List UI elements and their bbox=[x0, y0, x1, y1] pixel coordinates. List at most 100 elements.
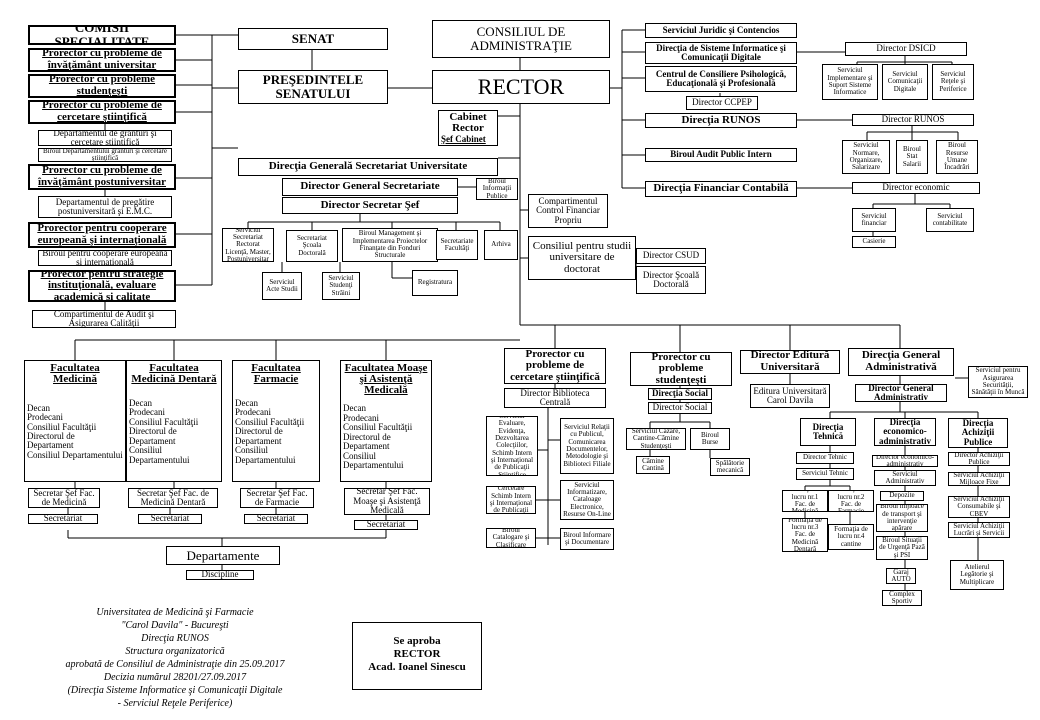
birou-informatii-publice: Biroul Informaţii Publice bbox=[476, 178, 518, 200]
serviciul-informatizare: Serviciul Informatizare, Cataloage Elect… bbox=[560, 480, 614, 520]
director-general-administrativ: Director General Administrativ bbox=[855, 384, 947, 402]
director-general-secretariate: Director General Secretariate bbox=[282, 178, 458, 196]
approval-box: Se aproba RECTOR Acad. Ioanel Sinescu bbox=[352, 622, 482, 690]
caption-line: Decizia numărul 28201/27.09.2017 bbox=[103, 672, 247, 683]
discipline: Discipline bbox=[186, 570, 254, 580]
serviciul-financiar: Serviciul financiar bbox=[852, 208, 896, 232]
facultate-line: Consiliul Facultăţii bbox=[129, 416, 199, 427]
serviciul-implementare: Serviciul Implementare şi Suport Sisteme… bbox=[822, 64, 878, 100]
formatia-3: Formaţia de lucru nr.3 Fac. de Medicină … bbox=[782, 518, 828, 552]
secretar-sef-farmacie: Secretar Şef Fac. de Farmacie bbox=[240, 488, 314, 508]
facultate-title: Facultatea Medicină bbox=[50, 362, 100, 385]
directia-financiar-contabila: Direcţia Financiar Contabilă bbox=[645, 181, 797, 197]
approval-line: RECTOR bbox=[393, 648, 441, 660]
facultate-line: Consiliul Facultăţii bbox=[343, 422, 413, 433]
caption: Universitatea de Medicină şi Farmacie "C… bbox=[50, 606, 300, 710]
registratura: Registratura bbox=[412, 270, 458, 296]
facultatea-farmacie: Facultatea Farmacie Decan Prodecani Cons… bbox=[232, 360, 320, 482]
facultate-line: Prodecani bbox=[129, 407, 165, 418]
compartiment-control-financiar: Compartimentul Control Financiar Propriu bbox=[528, 194, 608, 228]
secretar-sef-medicina: Secretar Şef Fac. de Medicină bbox=[28, 488, 100, 508]
secretariat-dentara: Secretariat bbox=[138, 514, 202, 524]
directia-sisteme-informatice: Direcţia de Sisteme Informatice şi Comun… bbox=[645, 42, 797, 64]
biroul-burse: Biroul Burse bbox=[690, 428, 730, 450]
director-dsicd: Director DSICD bbox=[845, 42, 967, 56]
serviciul-studenti-straini: Serviciul Studenţi Străini bbox=[322, 272, 360, 300]
director-scoala-doctorala: Director Şcoală Doctorală bbox=[636, 266, 706, 294]
departamente: Departamente bbox=[166, 546, 280, 565]
facultate-lines: Decan Prodecani Consiliul Facultăţii Dir… bbox=[129, 397, 219, 465]
serviciul-achizitii-lucrari: Serviciul Achiziţii Lucrări şi Servicii bbox=[948, 522, 1010, 538]
directia-economico-administrativ: Direcţia economico-administrativ bbox=[874, 418, 936, 446]
facultate-lines: Decan Prodecani Consiliul Facultăţii Dir… bbox=[343, 404, 429, 470]
prorector-strategie: Prorector pentru strategie instituţional… bbox=[28, 270, 176, 302]
sef-cabinet-label: Şef Cabinet bbox=[441, 133, 486, 144]
facultate-line: Directorul de Departament bbox=[129, 426, 177, 446]
biroul-situatii-urgenta: Biroul Situaţii de Urgenţă Pază şi PSI bbox=[876, 536, 928, 560]
prorector-postuniversitar: Prorector cu probleme de învăţământ post… bbox=[28, 164, 176, 190]
rector: RECTOR bbox=[432, 70, 610, 104]
serviciul-contabilitate: Serviciul contabilitate bbox=[926, 208, 974, 232]
approval-line: Se aproba bbox=[393, 635, 441, 647]
garaj-auto: Garaj AUTO bbox=[886, 568, 916, 584]
serviciul-administrativ: Serviciul Administrativ bbox=[874, 470, 936, 486]
secretariat-medicina: Secretariat bbox=[28, 514, 98, 524]
secretariat-scoala-doctorala: Secretariat Şcoala Doctorală bbox=[286, 230, 338, 262]
director-tehnic: Director Tehnic bbox=[796, 452, 854, 464]
facultate-line: Prodecani bbox=[235, 407, 271, 418]
secretar-sef-moase: Secretar Şef Fac. Moaşe şi Asistenţă Med… bbox=[344, 488, 430, 515]
prorector-cooperare: Prorector pentru cooperare europeană şi … bbox=[28, 222, 176, 248]
serviciul-normare: Serviciul Normare, Organizare, Salarizar… bbox=[842, 140, 890, 174]
facultate-line: Directorul de Departament bbox=[235, 426, 283, 446]
facultate-line: Prodecani bbox=[343, 412, 379, 423]
birou-granturi: Biroul Departamentului granturi şi cerce… bbox=[38, 148, 172, 162]
serviciul-cazare: Serviciul Cazare, Cantine-Cămine Studenţ… bbox=[626, 428, 686, 450]
facultate-line: Consiliul Facultăţii bbox=[235, 416, 305, 427]
director-runos: Director RUNOS bbox=[852, 114, 974, 126]
serviciul-retele-periferice: Serviciul Reţele şi Periferice bbox=[932, 64, 974, 100]
prorector-studenti-bottom: Prorector cu probleme studenţeşti bbox=[630, 352, 732, 386]
prorector-invatamant-universitar: Prorector cu probleme de învăţământ univ… bbox=[28, 48, 176, 72]
director-economico-administrativ: Director economico-administrativ bbox=[872, 455, 938, 467]
secretariate-facultati: Secretariate Facultăţi bbox=[436, 230, 478, 260]
biroul-audit-public: Biroul Audit Public Intern bbox=[645, 148, 797, 162]
biroul-catalogare: Biroul Catalogare şi Clasificare bbox=[486, 528, 536, 548]
depozite: Depozite bbox=[880, 491, 924, 501]
prorector-cercetare-left: Prorector cu probleme de cercetare ştiin… bbox=[28, 100, 176, 124]
facultate-line: Consiliul Facultăţii bbox=[27, 421, 97, 432]
atelierul-legatorie: Atelierul Legătorie şi Multiplicare bbox=[950, 560, 1004, 590]
facultate-line: Decan bbox=[343, 403, 366, 414]
caption-line: (Direcţia Sisteme Informatice şi Comunic… bbox=[67, 685, 283, 696]
comisii-specialitate: COMISII SPECIALITATE bbox=[28, 25, 176, 45]
director-achizitii: Director Achiziţii Publice bbox=[948, 452, 1010, 466]
spalatorie-mecanica: Spălătorie mecanică bbox=[710, 458, 750, 476]
caption-line: Direcţia RUNOS bbox=[141, 633, 209, 644]
prorector-cercetare-bottom: Prorector cu probleme de cercetare ştiin… bbox=[504, 348, 606, 384]
facultate-line: Consiliul Departamentului bbox=[129, 445, 190, 465]
director-editura: Director Editură Universitară bbox=[740, 350, 840, 374]
director-economic: Director economic bbox=[852, 182, 980, 194]
caption-line: Structura organizatorică bbox=[125, 646, 225, 657]
serviciul-achizitii-consumabile: Serviciul Achiziţii Consumabile şi CBEV bbox=[948, 496, 1010, 518]
secretariat-moase: Secretariat bbox=[354, 520, 418, 530]
facultate-line: Decan bbox=[129, 397, 152, 408]
serviciul-tehnic: Serviciul Tehnic bbox=[796, 468, 854, 480]
consiliul-doctorat: Consiliul pentru studii universitare de … bbox=[528, 236, 636, 280]
prorector-studenti-left: Prorector cu probleme studenţeşti bbox=[28, 74, 176, 98]
directia-generala-secretariat: Direcţia Generală Secretariat Universita… bbox=[238, 158, 498, 176]
facultate-title: Facultatea Moaşe şi Asistenţă Medicală bbox=[344, 362, 428, 396]
facultate-line: Decan bbox=[235, 397, 258, 408]
cercetare-schimb: Cercetare Schimb Intern şi Internaţional… bbox=[486, 486, 536, 514]
serviciul-evaluare: Serviciul Evaluare, Evidenţa, Dezvoltare… bbox=[486, 416, 538, 476]
facultate-line: Decan bbox=[27, 402, 50, 413]
formatia-4: Formaţia de lucru nr.4 cantine bbox=[828, 524, 874, 550]
caption-line: aprobată de Consiliul de Administraţie d… bbox=[65, 659, 285, 670]
caption-line: "Carol Davila" - Bucureşti bbox=[121, 620, 229, 631]
departament-pregatire: Departamentul de pregătire postuniversit… bbox=[38, 196, 172, 218]
arhiva: Arhiva bbox=[484, 230, 518, 260]
consiliul-administratie: CONSILIUL DE ADMINISTRAŢIE bbox=[432, 20, 610, 58]
compartiment-audit-calitate: Compartimentul de Audit şi Asigurarea Ca… bbox=[32, 310, 176, 328]
facultatea-medicina: Facultatea Medicină Decan Prodecani Cons… bbox=[24, 360, 126, 482]
facultate-title: Facultatea Farmacie bbox=[251, 362, 301, 385]
